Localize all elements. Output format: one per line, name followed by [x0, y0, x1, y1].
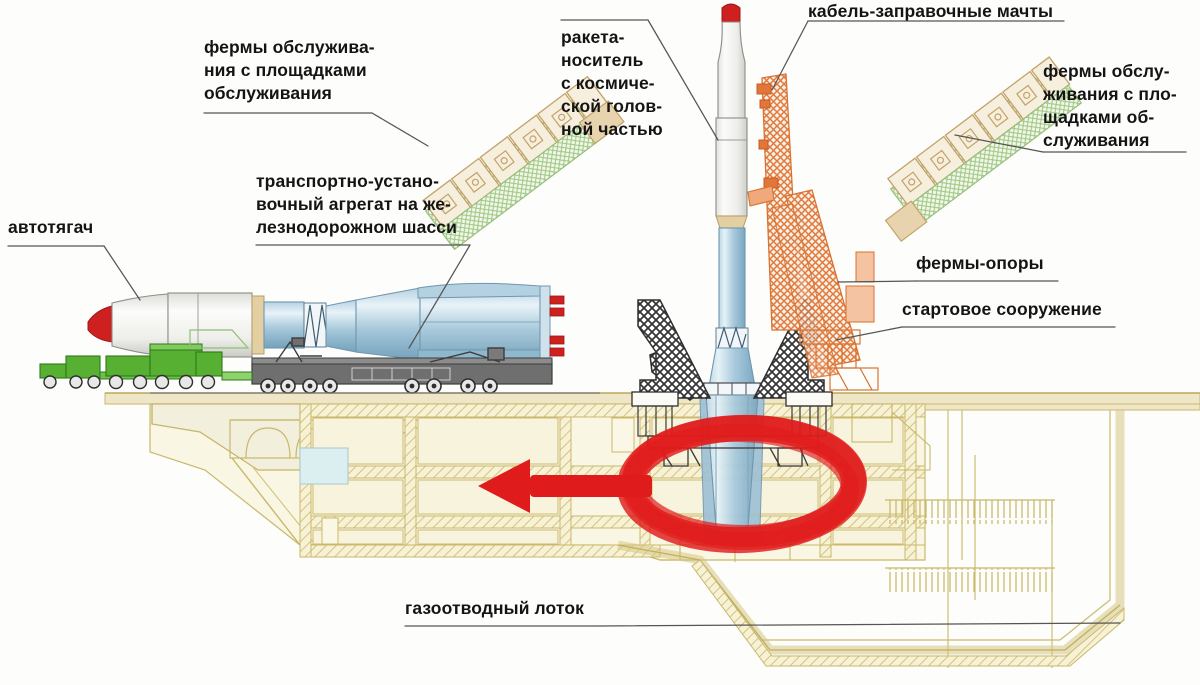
red-left-arrow — [478, 459, 652, 513]
leader-flame-trench — [599, 622, 1121, 627]
label-cable-fuelling-masts: кабель-заправочные мачты — [808, 1, 1054, 21]
label-launch-structure: стартовое сооружение — [902, 299, 1102, 319]
label-service-trusses-left: фермы обслужива- ния с площадками обслуж… — [204, 37, 375, 104]
service-truss-right — [884, 56, 1083, 243]
leader-transporter-erector — [408, 244, 471, 349]
red-annotations — [478, 414, 867, 554]
label-road-tractor: автотягач — [8, 217, 94, 237]
leader-support-trusses — [837, 280, 917, 283]
leader-launch-structure — [835, 326, 903, 341]
leader-road-tractor — [103, 245, 141, 301]
cable-fuelling-mast — [747, 73, 879, 391]
leader-service-trusses-left — [371, 112, 429, 147]
leader-cable-fuelling-masts — [771, 20, 809, 91]
label-flame-trench: газоотводный лоток — [405, 598, 584, 618]
road-tractor — [39, 329, 253, 390]
leader-service-trusses-right — [954, 134, 1044, 153]
arrow-shaft — [530, 475, 652, 497]
label-underlines — [7, 19, 1187, 627]
transporter-erector — [150, 337, 600, 394]
label-transporter-erector: транспортно-устано- вочный агрегат на же… — [256, 171, 457, 238]
label-service-trusses-right: фермы обслу- живания с пло- щадками об- … — [1043, 61, 1177, 151]
launch-vehicle-horizontal — [87, 282, 565, 366]
leader-launch-vehicle — [647, 19, 719, 141]
arrow-head — [478, 459, 530, 513]
label-launch-vehicle: ракета- носитель с космиче- ской голов- … — [561, 27, 663, 140]
label-leader-lines — [103, 19, 1121, 627]
service-truss-left — [421, 75, 625, 251]
label-support-trusses: фермы-опоры — [916, 253, 1044, 273]
